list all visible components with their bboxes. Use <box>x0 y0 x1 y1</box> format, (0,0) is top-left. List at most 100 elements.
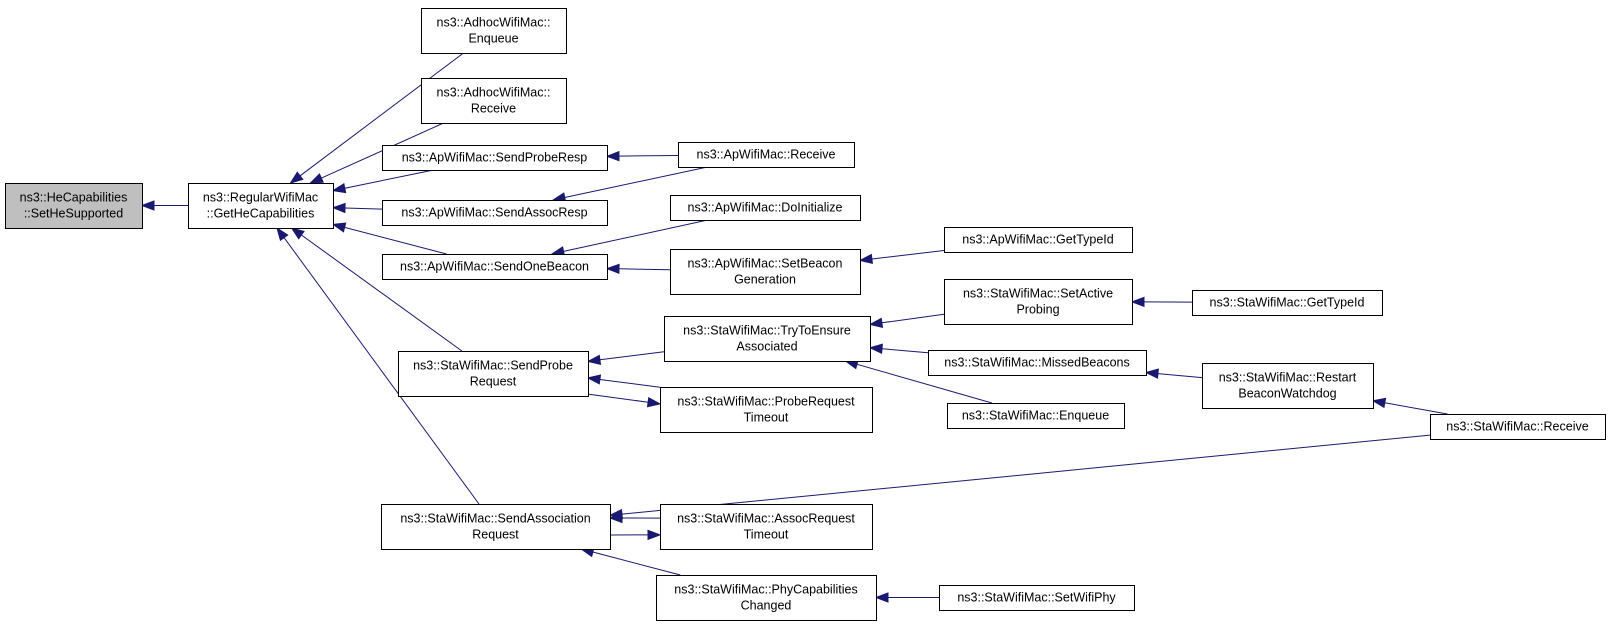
node-box <box>5 183 143 229</box>
arrowhead-icon <box>858 253 873 265</box>
arrowhead-icon <box>331 202 346 214</box>
node-label: ns3::StaWifiMac::ProbeRequest <box>677 395 855 409</box>
arrowhead-icon <box>289 171 304 184</box>
edge-line <box>599 379 661 388</box>
node-box <box>1202 363 1374 409</box>
call-edge <box>579 547 681 576</box>
edge-line <box>1157 373 1203 379</box>
caller-function-node[interactable]: ns3::ApWifiMac::DoInitialize <box>670 195 861 221</box>
edge-line <box>564 166 708 198</box>
arrowhead-icon <box>1130 296 1145 308</box>
arrowhead-icon <box>586 354 602 365</box>
call-edge <box>289 52 464 184</box>
caller-function-node[interactable]: ns3::ApWifiMac::SendOneBeacon <box>382 254 608 280</box>
caller-function-node[interactable]: ns3::AdhocWifiMac::Enqueue <box>421 8 567 54</box>
edge-line <box>301 234 463 352</box>
arrowhead-icon <box>605 150 620 162</box>
node-label: ns3::RegularWifiMac <box>203 191 318 205</box>
node-box <box>1192 290 1383 316</box>
node-label: BeaconWatchdog <box>1238 387 1336 401</box>
call-edge <box>1371 397 1448 415</box>
edges-layer <box>140 52 1448 603</box>
caller-function-node[interactable]: ns3::ApWifiMac::GetTypeId <box>944 227 1133 253</box>
arrowhead-icon <box>605 263 620 275</box>
edge-line <box>881 348 929 354</box>
edge-line <box>344 226 447 255</box>
node-label: Generation <box>734 273 796 287</box>
node-label: ns3::StaWifiMac::Enqueue <box>962 409 1109 423</box>
call-edge <box>550 219 708 257</box>
node-box <box>656 575 877 621</box>
node-box <box>421 78 567 124</box>
caller-function-node[interactable]: ns3::AdhocWifiMac::Receive <box>421 78 567 124</box>
caller-function-node[interactable]: ns3::RegularWifiMac::GetHeCapabilities <box>188 183 334 229</box>
node-label: ns3::ApWifiMac::SendProbeResp <box>402 151 588 165</box>
call-edge <box>605 150 679 162</box>
node-label: ns3::StaWifiMac::AssocRequest <box>677 512 855 526</box>
node-label: ns3::HeCapabilities <box>20 191 128 205</box>
node-box <box>381 504 611 550</box>
edge-line <box>618 268 671 271</box>
node-label: ns3::ApWifiMac::SendOneBeacon <box>400 260 589 274</box>
edge-line <box>1384 402 1448 415</box>
node-label: ns3::ApWifiMac::SetBeacon <box>688 257 843 271</box>
node-label: ns3::StaWifiMac::TryToEnsure <box>683 324 851 338</box>
node-box <box>678 142 855 168</box>
node-label: Receive <box>471 102 516 116</box>
call-edge <box>868 313 945 328</box>
node-label: Enqueue <box>468 32 518 46</box>
arrowhead-icon <box>276 226 289 242</box>
caller-function-node[interactable]: ns3::ApWifiMac::Receive <box>678 142 855 168</box>
call-edge <box>586 374 661 388</box>
root-function-node: ns3::HeCapabilities::SetHeSupported <box>5 183 143 229</box>
edge-line <box>881 313 945 324</box>
caller-function-node[interactable]: ns3::StaWifiMac::SetWifiPhy <box>939 585 1135 611</box>
caller-function-node[interactable]: ns3::StaWifiMac::Enqueue <box>947 403 1125 429</box>
arrowhead-icon <box>1144 368 1159 379</box>
node-label: ns3::StaWifiMac::SetActive <box>963 287 1113 301</box>
arrowhead-icon <box>868 343 883 354</box>
node-box <box>660 504 873 550</box>
arrowhead-icon <box>586 374 602 385</box>
edge-line <box>587 393 649 403</box>
node-box <box>944 279 1133 325</box>
caller-function-node[interactable]: ns3::ApWifiMac::SendAssocResp <box>382 200 608 226</box>
call-edge <box>605 263 671 275</box>
node-label: Request <box>472 528 519 542</box>
caller-function-node[interactable]: ns3::StaWifiMac::Receive <box>1430 414 1606 440</box>
caller-function-node[interactable]: ns3::ApWifiMac::SendProbeResp <box>382 145 608 171</box>
node-label: Changed <box>741 599 792 613</box>
arrowhead-icon <box>647 529 662 541</box>
edge-line <box>344 169 434 189</box>
call-edge <box>276 226 480 505</box>
caller-function-node[interactable]: ns3::StaWifiMac::MissedBeacons <box>928 350 1147 376</box>
arrowhead-icon <box>868 317 884 328</box>
call-edge <box>874 592 940 603</box>
node-label: ns3::StaWifiMac::SendProbe <box>413 359 573 373</box>
call-edge <box>331 169 434 194</box>
edge-line <box>856 363 993 404</box>
arrowhead-icon <box>331 222 347 233</box>
edge-line <box>563 219 708 252</box>
call-edge <box>290 227 463 352</box>
node-label: ns3::ApWifiMac::GetTypeId <box>962 233 1113 247</box>
edge-line <box>344 207 383 210</box>
caller-function-node[interactable]: ns3::StaWifiMac::GetTypeId <box>1192 290 1383 316</box>
arrowhead-icon <box>608 512 623 524</box>
node-box <box>928 350 1147 376</box>
node-label: ns3::StaWifiMac::SendAssociation <box>400 512 590 526</box>
call-edge <box>587 393 662 408</box>
node-box <box>670 249 861 295</box>
node-label: ns3::StaWifiMac::Receive <box>1446 420 1588 434</box>
node-label: ns3::StaWifiMac::MissedBeacons <box>944 356 1130 370</box>
